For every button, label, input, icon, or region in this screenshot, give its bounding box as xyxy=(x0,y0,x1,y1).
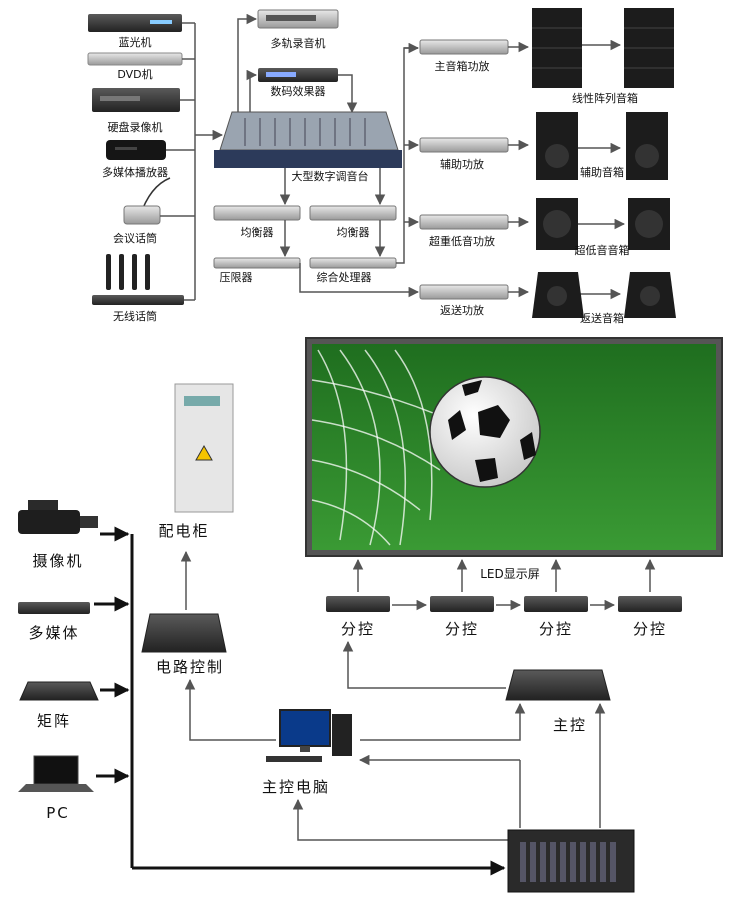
source-label-0: 蓝光机 xyxy=(119,35,152,49)
amp-label-2: 超重低音功放 xyxy=(429,234,495,248)
mixer-aux-wiring xyxy=(237,13,358,114)
processing-chain-wiring xyxy=(279,42,420,298)
circuit-control-device xyxy=(141,613,227,653)
source-label-3: 多媒体播放器 xyxy=(102,165,168,179)
conference-mic-device xyxy=(123,177,171,225)
amp-aux-device xyxy=(419,137,509,153)
video-input-label-1: 多媒体 xyxy=(28,624,79,642)
hdd-recorder-device xyxy=(92,88,180,112)
multimedia-device xyxy=(18,602,90,614)
digital-mixer-device xyxy=(214,111,402,168)
video-input-bus xyxy=(94,526,506,876)
host-pc-device xyxy=(266,709,352,762)
sub-speaker-right xyxy=(628,198,670,250)
speaker-label-0: 线性阵列音箱 xyxy=(572,91,638,105)
host-pc-wiring xyxy=(184,678,526,841)
equalizer-left-device xyxy=(213,205,301,221)
processor-device xyxy=(309,257,397,269)
circuit-control-label: 电路控制 xyxy=(156,658,224,676)
aux-speaker-left xyxy=(536,112,578,180)
speaker-label-1: 辅助音箱 xyxy=(580,165,624,179)
recorder-label: 多轨录音机 xyxy=(271,36,326,50)
led-display-screen xyxy=(305,337,723,557)
host-pc-label: 主控电脑 xyxy=(262,778,330,796)
source-label-4: 会议话筒 xyxy=(113,231,157,245)
video-input-label-2: 矩阵 xyxy=(37,712,71,730)
sub-controller-2 xyxy=(524,596,588,612)
amp-return-device xyxy=(419,284,509,300)
main-controller-label: 主控 xyxy=(553,716,587,734)
line-array-speaker-left xyxy=(532,8,582,88)
sub-controller-3 xyxy=(618,596,682,612)
main-to-sub-wire xyxy=(342,640,506,689)
led-display-label: LED显示屏 xyxy=(480,567,540,581)
amp-sub-device xyxy=(419,214,509,230)
amp-label-3: 返送功放 xyxy=(440,303,484,317)
dvd-player-device xyxy=(87,52,183,66)
power-cabinet-device xyxy=(174,383,234,513)
matrix-device xyxy=(19,681,99,701)
football-icon xyxy=(429,376,541,488)
media-player-device xyxy=(106,140,166,160)
equalizer-right-device xyxy=(309,205,397,221)
mixer-label: 大型数字调音台 xyxy=(292,169,369,183)
sub-controller-label-0: 分控 xyxy=(341,620,375,638)
bluray-player-device xyxy=(88,14,182,32)
video-input-label-0: 摄像机 xyxy=(32,552,83,570)
aux-speaker-right xyxy=(626,112,668,180)
power-cabinet-label: 配电柜 xyxy=(158,522,209,540)
sub-speaker-left xyxy=(536,198,578,250)
speaker-label-2: 超低音音箱 xyxy=(575,243,630,257)
amp-label-0: 主音箱功放 xyxy=(435,59,490,73)
eq-right-label: 均衡器 xyxy=(337,226,370,239)
source-label-1: DVD机 xyxy=(117,67,152,81)
monitor-speaker-right xyxy=(624,272,676,318)
sub-controller-wiring xyxy=(352,558,656,611)
video-processor-device xyxy=(507,829,635,893)
sub-controller-label-1: 分控 xyxy=(445,620,479,638)
laptop-device xyxy=(18,755,94,792)
monitor-speaker-left xyxy=(532,272,584,318)
camera-device xyxy=(18,500,98,534)
sub-controller-label-2: 分控 xyxy=(539,620,573,638)
effects-processor-device xyxy=(258,68,338,82)
sub-controller-0 xyxy=(326,596,390,612)
limiter-label: 压限器 xyxy=(220,271,253,284)
video-input-label-3: PC xyxy=(46,804,70,822)
sub-controller-1 xyxy=(430,596,494,612)
wireless-mic-device xyxy=(92,254,184,305)
line-array-speaker-right xyxy=(624,8,674,88)
eq-left-label: 均衡器 xyxy=(241,226,274,239)
speaker-label-3: 返送音箱 xyxy=(580,311,624,325)
source-label-5: 无线话筒 xyxy=(113,309,157,323)
amp-speaker-wiring xyxy=(508,39,626,300)
processor-label: 综合处理器 xyxy=(317,270,372,284)
amp-main-device xyxy=(419,39,509,55)
source-label-2: 硬盘录像机 xyxy=(108,120,163,134)
amp-label-1: 辅助功放 xyxy=(440,157,484,171)
effects-label: 数码效果器 xyxy=(271,84,326,98)
main-controller-device xyxy=(505,669,611,701)
multitrack-recorder-device xyxy=(257,9,339,29)
source-bus xyxy=(160,22,224,301)
sub-controller-label-3: 分控 xyxy=(633,620,667,638)
limiter-device xyxy=(213,257,301,269)
